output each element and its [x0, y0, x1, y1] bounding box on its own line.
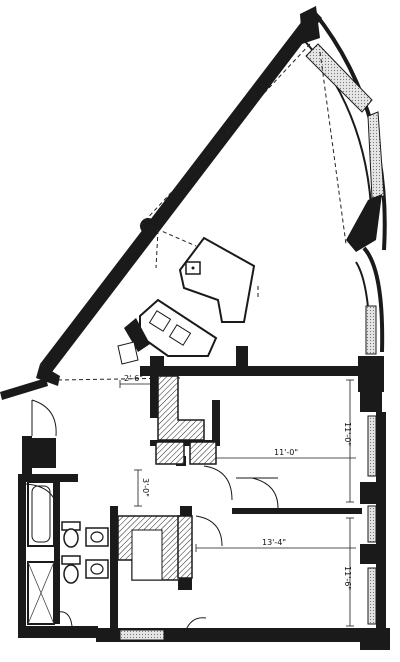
dim-bedroom1-depth: 11'-0"	[343, 422, 352, 446]
right-wall-7	[376, 564, 386, 636]
toilet-tank-2	[61, 555, 81, 565]
window-sill-3	[365, 305, 377, 355]
bath-wall	[54, 474, 60, 624]
right-wall-6	[360, 544, 386, 564]
curved-window-wall	[303, 10, 387, 355]
right-wall-5	[376, 504, 386, 544]
right-wall-1	[358, 356, 384, 392]
right-wall-3	[376, 412, 386, 482]
toilet-1	[63, 528, 79, 548]
kitchen-bedroom-wall	[140, 366, 362, 376]
dim-bedroom2-depth: 11'-6"	[343, 566, 352, 590]
interior-walls	[54, 346, 362, 630]
right-windows	[119, 415, 377, 641]
top-column	[300, 6, 320, 44]
pillar	[236, 346, 248, 366]
right-wall-4	[360, 482, 386, 504]
window-sill-2	[367, 111, 385, 199]
bottom-window	[119, 629, 165, 641]
closet-3	[155, 441, 185, 465]
right-corner	[360, 628, 390, 650]
left-wall-upper	[22, 436, 32, 474]
kitchen	[117, 236, 256, 365]
dim-bedroom1-width: 11'-0"	[274, 448, 298, 457]
kitchen-island	[178, 236, 256, 323]
closet-1	[157, 375, 205, 441]
closet-4	[189, 441, 217, 465]
window-sill-1	[305, 43, 373, 113]
fridge	[117, 341, 139, 365]
bay-stub	[0, 378, 48, 400]
toilet-2	[63, 564, 79, 584]
dim-closet-depth: 3'-0"	[141, 478, 150, 497]
curve-pier	[346, 194, 382, 252]
entry-column	[30, 438, 56, 468]
bathroom	[27, 481, 109, 625]
dimension-lines	[119, 379, 356, 627]
wall-between-bedrooms	[232, 508, 362, 514]
dim-bedroom2-width: 13'-4"	[262, 538, 286, 547]
left-bath-wall	[18, 474, 78, 482]
kitchen-wall-stub	[124, 318, 150, 352]
doors	[25, 399, 279, 631]
left-wall-lower	[18, 474, 26, 634]
corner-wall	[36, 364, 60, 386]
corner-bottom-left	[18, 626, 98, 638]
column	[140, 218, 156, 234]
right-wall-2	[360, 392, 382, 412]
dim-nook-width: 2'-6"	[124, 374, 143, 383]
closet-5	[177, 515, 193, 579]
diagonal-wall	[40, 8, 322, 372]
